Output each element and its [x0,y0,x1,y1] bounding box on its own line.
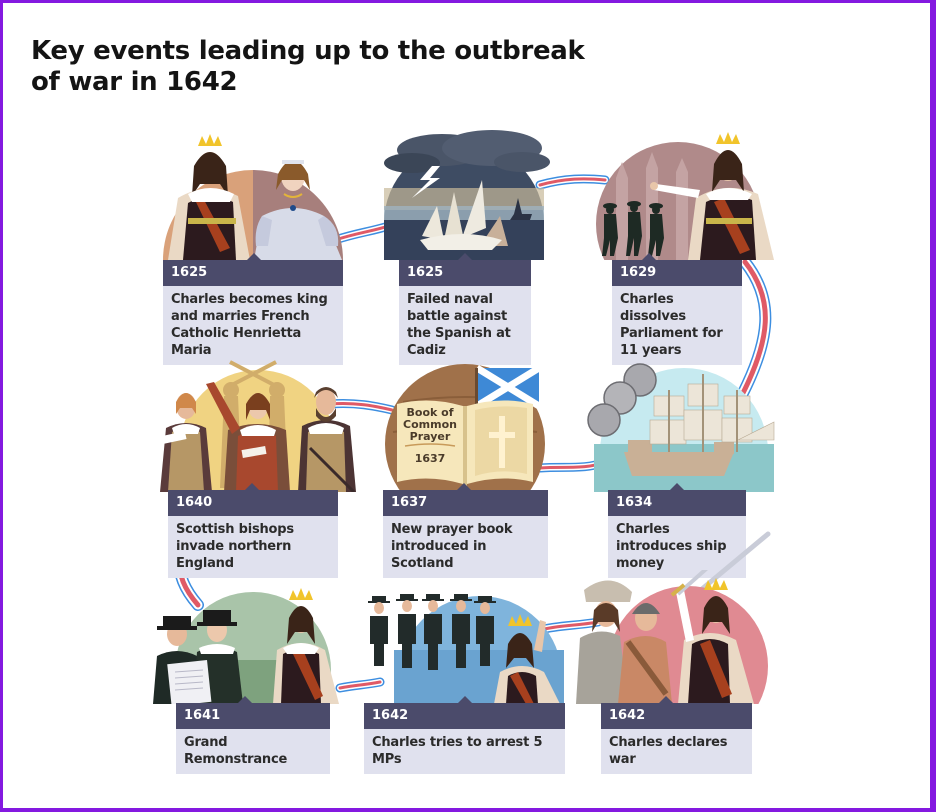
event-card: 1642 Charles declares war [601,696,752,774]
book-title-line-3: Prayer [410,430,451,443]
pointer-notch-icon [458,696,472,703]
event-year: 1642 [364,703,565,729]
event-description: Charles introduces ship money [608,516,746,578]
coins-icon [587,363,657,437]
pointer-notch-icon [247,253,261,260]
scottish-covenanters-illustration [159,360,356,492]
pointer-notch-icon [457,483,471,490]
pointer-notch-icon [642,253,656,260]
event-year: 1634 [608,490,746,516]
event-card: 1629 Charles dissolves Parliament for 11… [612,253,742,365]
event-description: Charles tries to arrest 5 MPs [364,729,565,774]
pointer-notch-icon [238,696,252,703]
charles-and-henrietta-illustration [163,134,343,260]
shipwreck-storm-illustration [384,130,550,260]
event-card: 1642 Charles tries to arrest 5 MPs [364,696,565,774]
book-year: 1637 [415,452,446,465]
event-card: 1640 Scottish bishops invade northern En… [168,483,338,578]
pointer-notch-icon [458,253,472,260]
event-description: Failed naval battle against the Spanish … [399,286,531,365]
pointer-notch-icon [670,483,684,490]
event-card: 1634 Charles introduces ship money [608,483,746,578]
event-year: 1640 [168,490,338,516]
event-description: Charles becomes king and marries French … [163,286,343,365]
event-year: 1629 [612,260,742,286]
event-description: Grand Remonstrance [176,729,330,774]
event-card: 1625 Charles becomes king and marries Fr… [163,253,343,365]
event-year: 1625 [163,260,343,286]
page-title: Key events leading up to the outbreak of… [31,36,585,97]
event-description: New prayer book introduced in Scotland [383,516,548,578]
event-year: 1642 [601,703,752,729]
pointer-notch-icon [659,696,673,703]
event-description: Charles dissolves Parliament for 11 year… [612,286,742,365]
event-card: 1637 New prayer book introduced in Scotl… [383,483,548,578]
event-description: Charles declares war [601,729,752,774]
grand-remonstrance-illustration [153,588,339,704]
charles-declares-war-illustration [576,570,768,704]
event-year: 1625 [399,260,531,286]
galleon-and-coins-illustration [587,363,775,492]
event-year: 1637 [383,490,548,516]
book-title-line-1: Book of [407,406,454,419]
pointer-notch-icon [245,483,259,490]
five-mps-illustration [368,594,564,704]
event-card: 1625 Failed naval battle against the Spa… [399,253,531,365]
event-description: Scottish bishops invade northern England [168,516,338,578]
charles-dismissing-parliament-illustration [596,132,774,260]
event-card: 1641 Grand Remonstrance [176,696,330,774]
book-title-line-2: Common [403,418,457,431]
event-year: 1641 [176,703,330,729]
prayer-book-illustration: Book of Common Prayer 1637 [385,364,545,492]
